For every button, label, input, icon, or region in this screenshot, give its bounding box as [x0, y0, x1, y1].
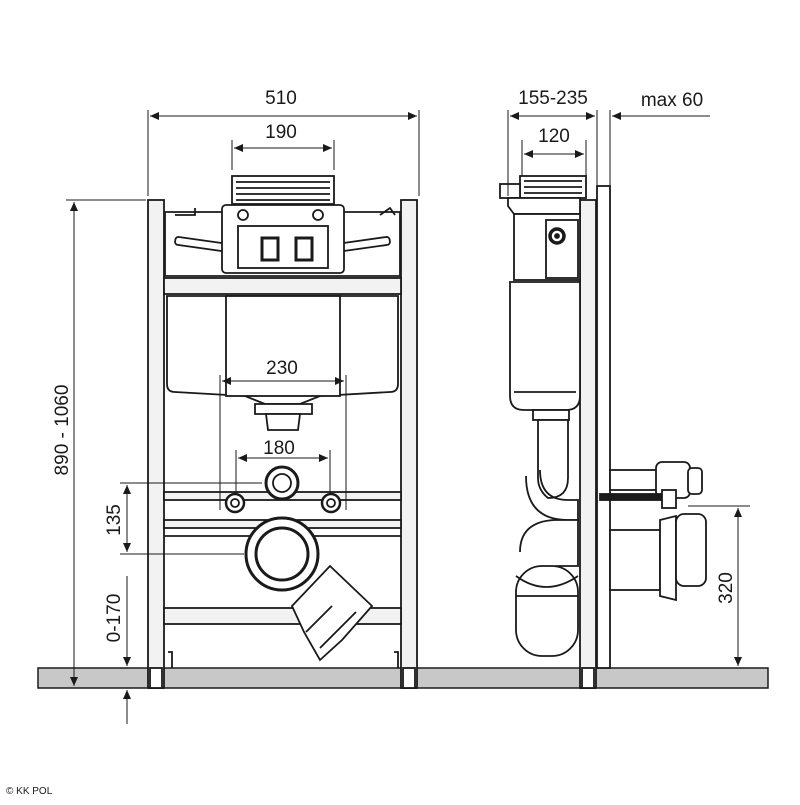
- cistern-top: [164, 175, 401, 277]
- dim-mount-height: 135: [104, 504, 125, 536]
- dim-pipe-spacing: 180: [263, 438, 295, 459]
- dim-width-total: 510: [265, 88, 297, 109]
- mounting-bolts: [224, 492, 342, 514]
- dim-wall-max: max 60: [641, 90, 703, 111]
- dim-plate-width: 230: [266, 358, 298, 379]
- front-view: [147, 175, 418, 689]
- wall: [596, 185, 611, 669]
- dim-leg-adjust: 0-170: [104, 594, 125, 643]
- dimension-labels: 510 190 230 180 890 - 1060 135 0-170 155…: [52, 88, 737, 642]
- dimension-lines: [66, 110, 750, 724]
- dim-depth-range: 155-235: [518, 88, 588, 109]
- side-inlet-connection: [599, 461, 703, 509]
- dim-outlet-height: 320: [716, 572, 737, 604]
- frame-crossbar-top: [163, 277, 402, 295]
- dim-tank-depth: 120: [538, 126, 570, 147]
- side-cistern: [509, 213, 581, 421]
- side-frame-post: [579, 199, 597, 689]
- dim-top-width: 190: [265, 122, 297, 143]
- drain-pipe: [244, 516, 374, 662]
- side-top: [499, 175, 587, 215]
- frame-left-post: [147, 199, 165, 689]
- credit-text: © KK POL: [6, 786, 53, 797]
- dim-height-range: 890 - 1060: [52, 385, 73, 476]
- side-outlet-connection: [609, 513, 707, 602]
- side-view: [499, 175, 707, 689]
- water-inlet: [264, 465, 300, 501]
- frame-right-post: [400, 199, 418, 689]
- side-drain-pipe: [515, 419, 579, 657]
